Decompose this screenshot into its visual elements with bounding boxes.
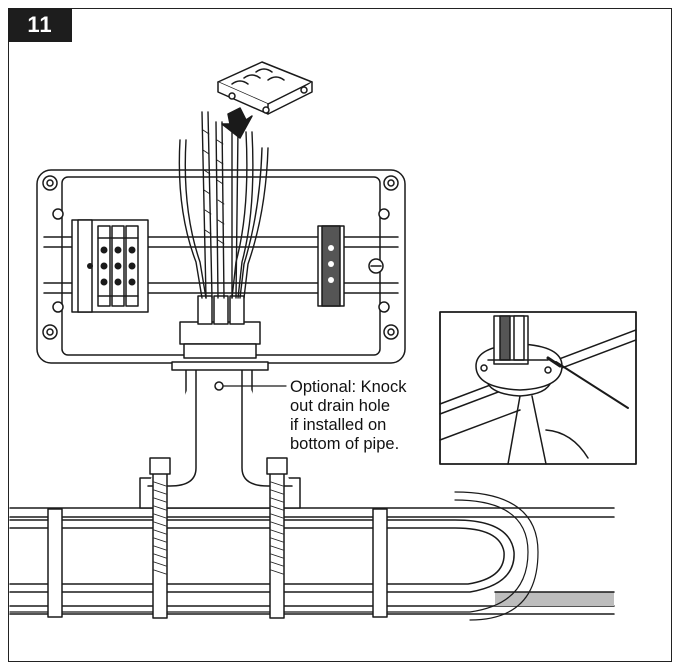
note-line: Optional: Knock xyxy=(290,378,407,396)
cable-gland xyxy=(179,295,261,359)
drain-hole-marker xyxy=(214,381,224,391)
hose-clamps xyxy=(149,457,288,619)
note-line: if installed on xyxy=(290,416,387,434)
note-line: out drain hole xyxy=(290,397,390,415)
step-number-badge: 11 xyxy=(8,8,72,42)
junction-box-stand xyxy=(139,367,301,509)
terminal-block-right xyxy=(317,225,384,307)
detail-inset xyxy=(439,311,637,465)
arrow-down-icon xyxy=(221,107,253,139)
heating-cable xyxy=(9,491,539,621)
wires xyxy=(178,111,269,299)
drain-hole-callout xyxy=(214,381,287,391)
note-line: bottom of pipe. xyxy=(290,435,400,453)
cable-grip-plate xyxy=(217,61,313,115)
pipe-shade xyxy=(495,592,614,606)
terminal-block-left xyxy=(71,219,149,313)
pipe xyxy=(9,507,615,615)
drain-hole-note: Optional: Knock out drain hole if instal… xyxy=(290,378,450,454)
fixing-tape-bands xyxy=(47,508,388,618)
